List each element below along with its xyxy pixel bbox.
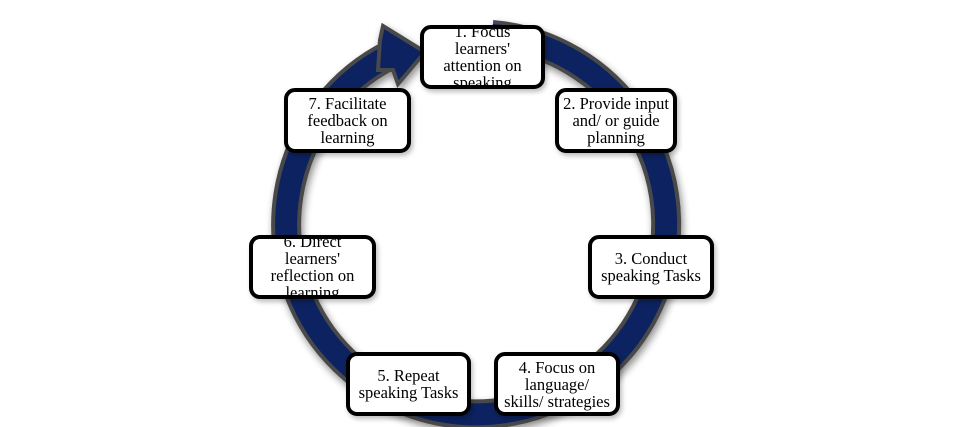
step-6-label: 6. Direct learners' reflection on learni… xyxy=(270,235,355,299)
step-5-box: 5. Repeat speaking Tasks xyxy=(346,352,471,416)
step-5-label: 5. Repeat speaking Tasks xyxy=(358,366,459,402)
step-2-label: 2. Provide input and/ or guide planning xyxy=(563,94,669,147)
step-6-box: 6. Direct learners' reflection on learni… xyxy=(249,235,376,299)
step-7-box: 7. Facilitate feedback on learning xyxy=(284,88,411,153)
step-2-box: 2. Provide input and/ or guide planning xyxy=(555,88,677,153)
arrowhead-icon xyxy=(375,22,429,88)
step-7-label: 7. Facilitate feedback on learning xyxy=(307,94,388,147)
step-3-label: 3. Conduct speaking Tasks xyxy=(601,249,701,285)
step-4-box: 4. Focus on language/ skills/ strategies xyxy=(494,352,620,416)
step-3-box: 3. Conduct speaking Tasks xyxy=(588,235,714,299)
step-1-box: 1. Focus learners' attention on speaking xyxy=(420,25,545,89)
step-1-label: 1. Focus learners' attention on speaking xyxy=(443,25,522,89)
step-4-label: 4. Focus on language/ skills/ strategies xyxy=(504,357,610,411)
